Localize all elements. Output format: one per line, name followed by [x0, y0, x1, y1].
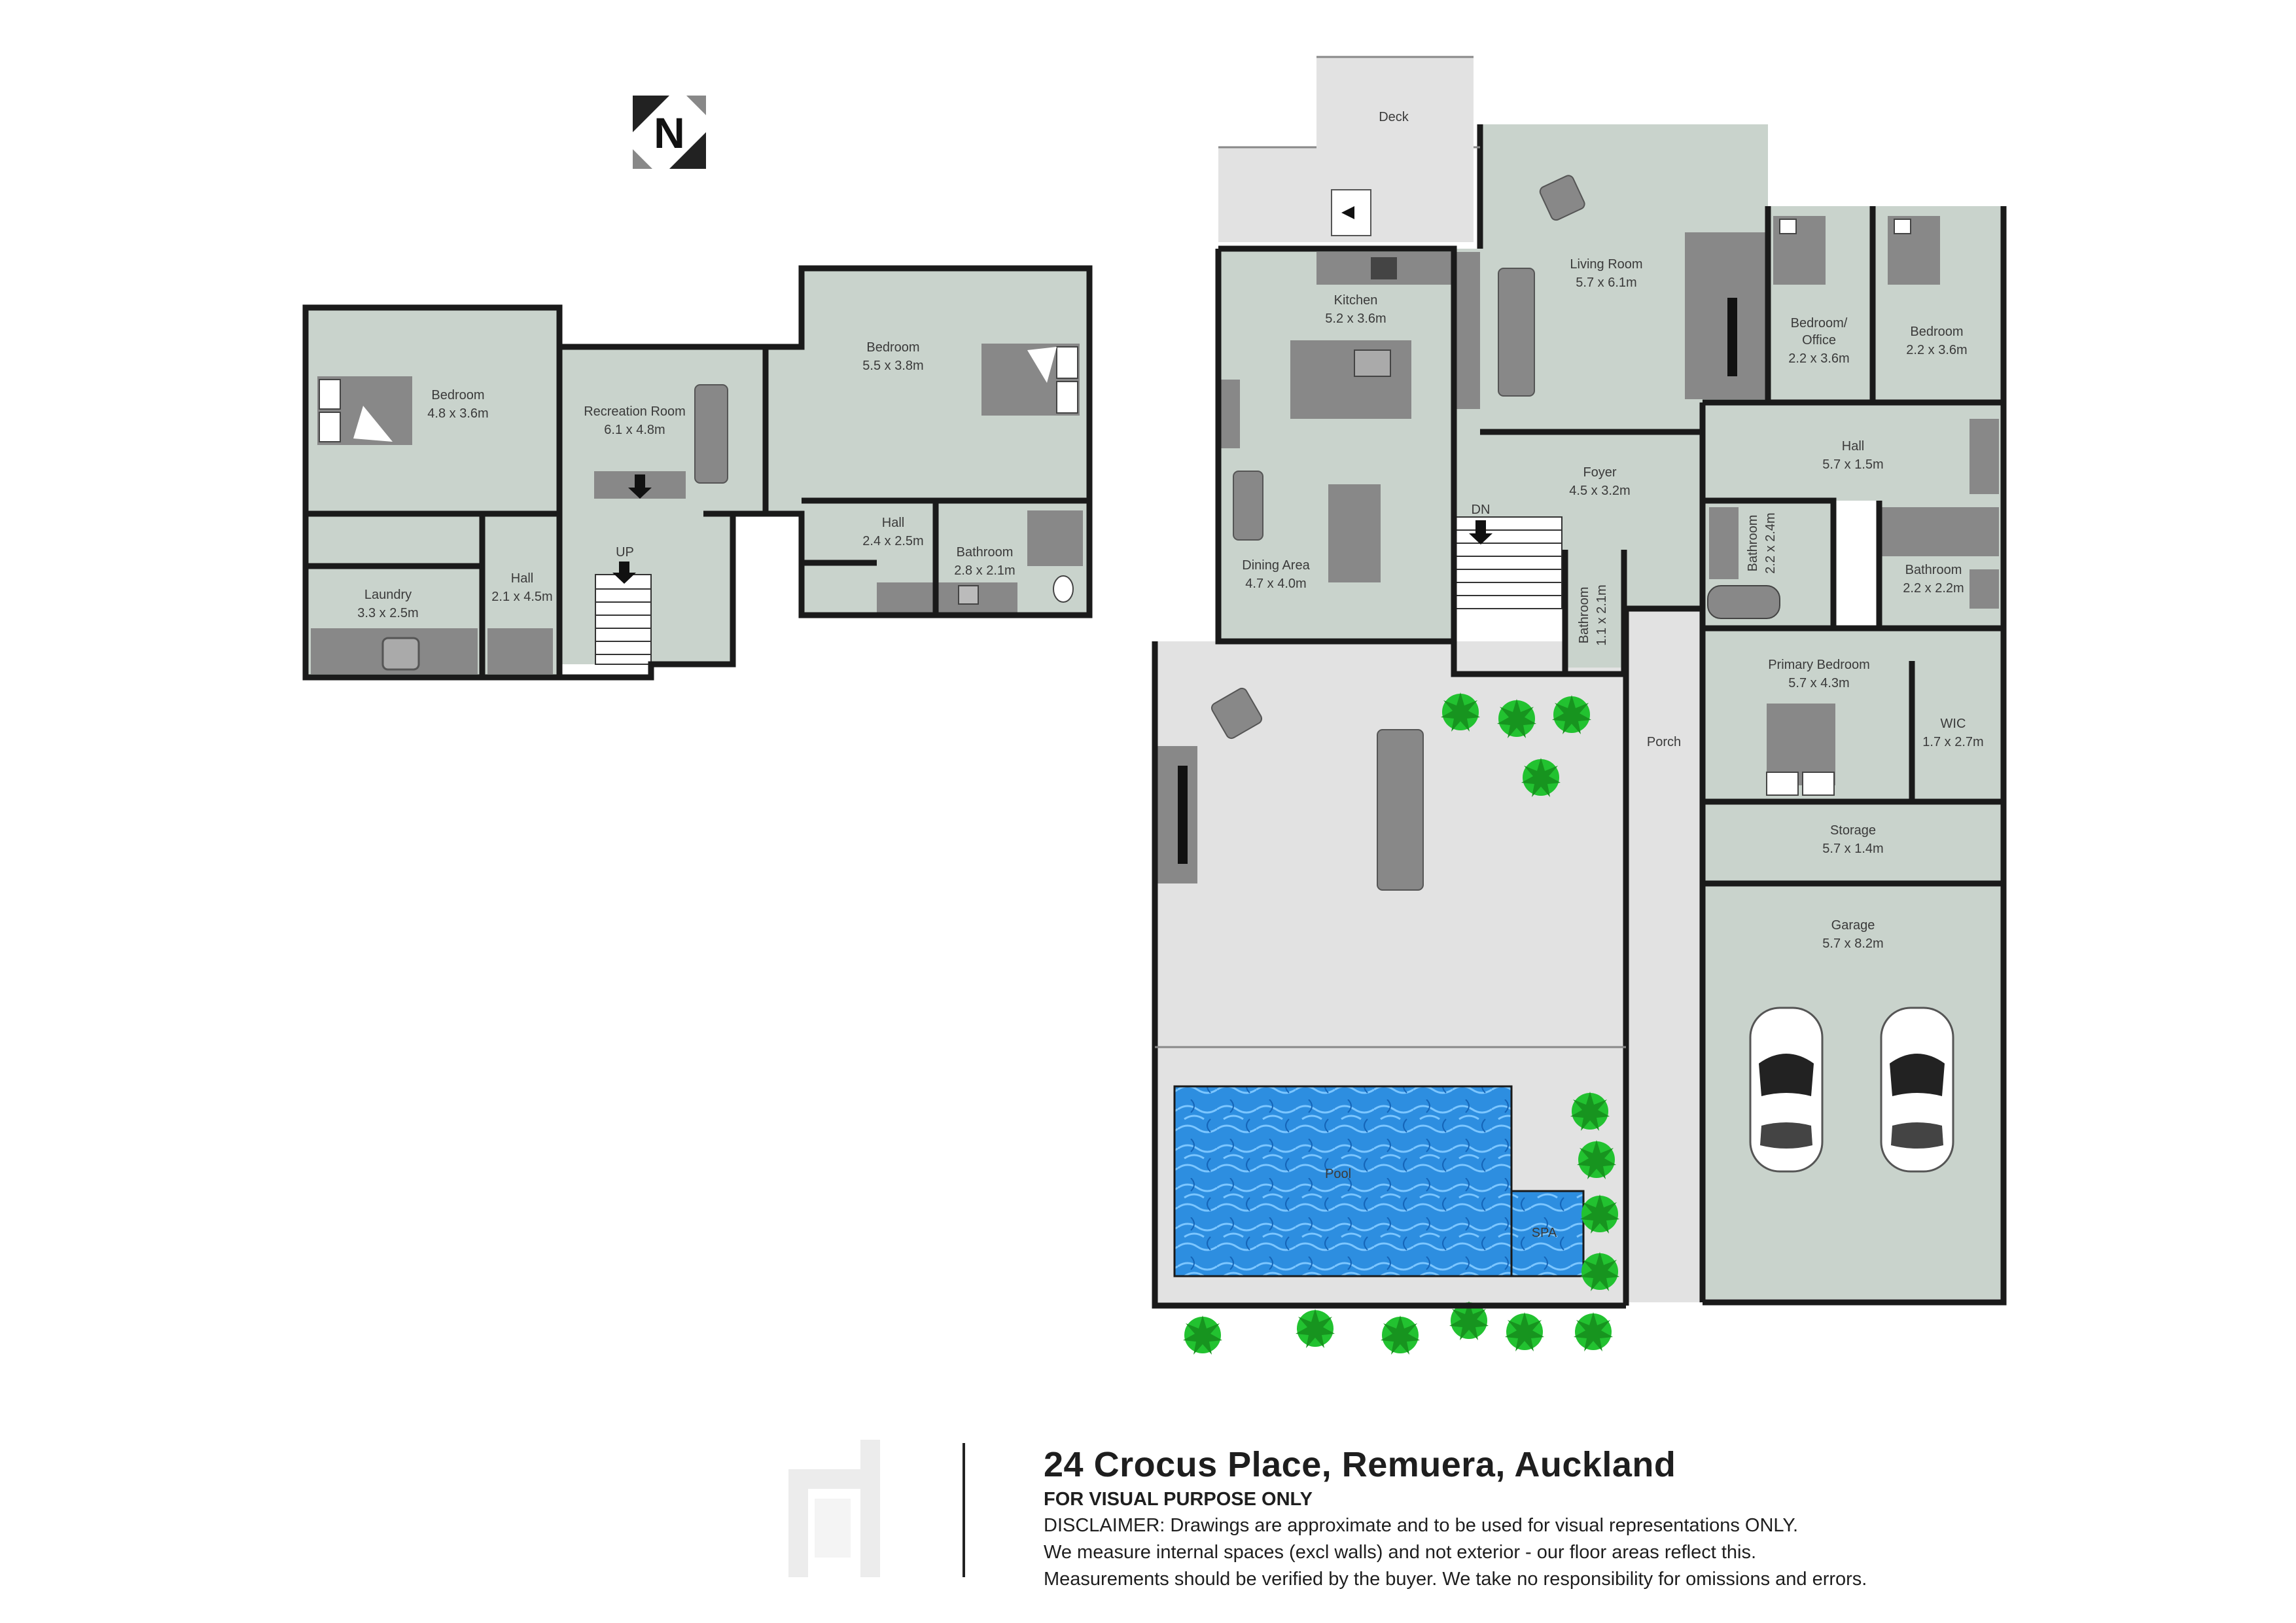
pool [1173, 1085, 1513, 1277]
room-name: Recreation Room [584, 404, 686, 419]
room-size: 2.2 x 2.4m [1763, 512, 1778, 573]
room-name: Garage [1831, 918, 1875, 933]
title-block: 24 Crocus Place, Remuera, Auckland FOR V… [1044, 1443, 2025, 1593]
room-name: Bathroom [1905, 563, 1962, 577]
room-size: 5.7 x 1.4m [1822, 842, 1883, 856]
lower-stairs [595, 562, 652, 665]
room-name: Bathroom [957, 545, 1014, 560]
room-name: Porch [1647, 735, 1681, 749]
room-size: 2.1 x 4.5m [491, 590, 552, 604]
stair-label: UP [616, 545, 634, 560]
spa [1510, 1190, 1585, 1277]
room-name: Foyer [1583, 465, 1616, 480]
room-name: Primary Bedroom [1768, 658, 1870, 672]
room-name: Bedroom/ [1791, 316, 1848, 330]
room-size: 4.8 x 3.6m [427, 406, 488, 421]
room-name: Bathroom [1746, 515, 1760, 572]
room-name: Pool [1325, 1167, 1351, 1181]
disclaimer-line: Measurements should be verified by the b… [1044, 1569, 1867, 1590]
north-compass-icon: N [633, 96, 706, 169]
room-name: SPA [1532, 1226, 1557, 1240]
room-name: Bathroom [1577, 587, 1591, 644]
room-size: 5.5 x 3.8m [862, 359, 923, 373]
room-name: Hall [1842, 439, 1864, 454]
room-size: 6.1 x 4.8m [604, 423, 665, 437]
room-name: Living Room [1570, 257, 1642, 272]
room-size: 5.7 x 4.3m [1788, 676, 1849, 690]
room-size: 2.2 x 3.6m [1906, 343, 1967, 357]
room-size: 2.4 x 2.5m [862, 534, 923, 548]
disclaimer-line: DISCLAIMER: Drawings are approximate and… [1044, 1515, 1799, 1536]
title-divider [963, 1443, 965, 1577]
room-name: Bedroom [866, 340, 919, 355]
lower-floor-plan: Bedroom 4.8 x 3.6m Recreation Room 6.1 x… [302, 265, 1093, 681]
property-address: 24 Crocus Place, Remuera, Auckland [1044, 1445, 1676, 1484]
room-name: Kitchen [1334, 293, 1378, 308]
room-size: 2.2 x 2.2m [1903, 581, 1964, 596]
room-size: 2.2 x 3.6m [1788, 351, 1849, 366]
room-size: 5.7 x 8.2m [1822, 936, 1883, 951]
room-name: Dining Area [1242, 558, 1310, 573]
stair-label: DN [1472, 503, 1491, 517]
visual-purpose-note: FOR VISUAL PURPOSE ONLY [1044, 1489, 1313, 1510]
room-size: 2.8 x 2.1m [954, 563, 1015, 578]
main-stairs [1453, 516, 1563, 609]
room-size: 1.1 x 2.1m [1595, 584, 1609, 645]
room-size: 5.7 x 6.1m [1576, 276, 1636, 290]
room-name: Hall [511, 571, 533, 586]
room-name: Deck [1379, 110, 1409, 124]
room-name: Bedroom [1910, 325, 1963, 339]
brand-logo-icon [788, 1440, 880, 1577]
main-floor-plan: Deck Living Room 5.7 x 6.1m Kitchen 5.2 … [1152, 56, 2007, 1355]
room-name: WIC [1941, 717, 1966, 731]
room-size: 1.7 x 2.7m [1922, 735, 1983, 749]
room-name: Laundry [364, 588, 412, 602]
room-size: 5.2 x 3.6m [1325, 312, 1386, 326]
room-name-line2: Office [1802, 333, 1836, 348]
room-size: 4.7 x 4.0m [1245, 577, 1306, 591]
room-size: 5.7 x 1.5m [1822, 457, 1883, 472]
room-size: 3.3 x 2.5m [357, 606, 418, 620]
room-name: Hall [882, 516, 904, 530]
room-name: Bedroom [431, 388, 484, 402]
room-size: 4.5 x 3.2m [1569, 484, 1630, 498]
room-name: Storage [1830, 823, 1876, 838]
disclaimer-line: We measure internal spaces (excl walls) … [1044, 1542, 1757, 1563]
compass-letter: N [654, 109, 685, 157]
